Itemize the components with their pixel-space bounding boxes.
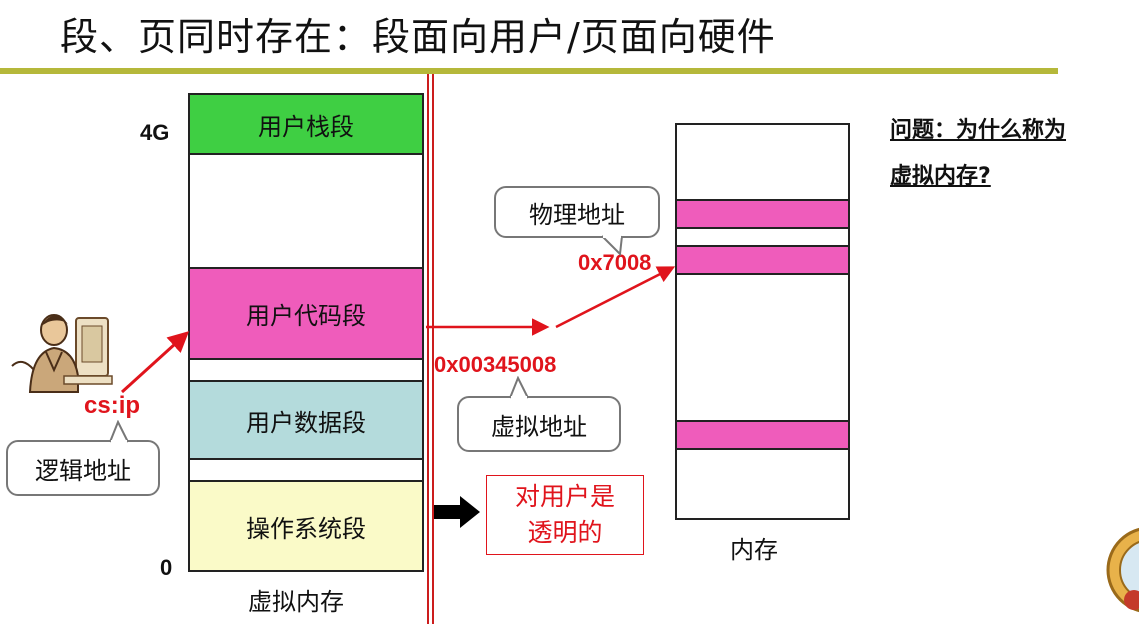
physical-address-text: 物理地址 <box>529 200 625 229</box>
segment-empty <box>188 458 424 482</box>
label-4g: 4G <box>140 120 170 145</box>
transparent-line-2: 透明的 <box>527 518 603 547</box>
virtual-hex-label: 0x00345008 <box>434 352 557 377</box>
transparent-line-1: 对用户是 <box>514 482 615 511</box>
logical-address-text: 逻辑地址 <box>35 456 131 485</box>
segment-label: 用户代码段 <box>246 302 366 330</box>
question-line-2: 虚拟内存? <box>890 164 991 189</box>
segment-empty <box>188 153 424 269</box>
divider-line <box>427 74 429 624</box>
physical-memory-box <box>675 123 850 520</box>
virtual-memory-caption: 虚拟内存 <box>248 588 344 616</box>
divider-line-inner <box>432 74 434 624</box>
segment-label: 用户数据段 <box>246 408 366 437</box>
physical-memory-caption: 内存 <box>730 536 778 564</box>
callout-tail <box>109 420 129 444</box>
cs-ip-label: cs:ip <box>84 392 141 419</box>
physical-hex-label: 0x7008 <box>578 250 652 275</box>
user-at-computer-icon <box>11 314 113 393</box>
memory-page-band <box>675 199 850 229</box>
memory-page-band <box>675 245 850 275</box>
callout-physical-address: 物理地址 <box>494 186 660 238</box>
segment-os: 操作系统段 <box>188 480 424 572</box>
memory-page-band <box>675 420 850 450</box>
arrow-virtual-to-physical <box>555 266 676 329</box>
segment-user-data: 用户数据段 <box>188 380 424 460</box>
question-line-1: 问题：为什么称为 <box>890 118 1067 143</box>
callout-tail <box>509 376 529 400</box>
callout-logical-address: 逻辑地址 <box>6 440 160 496</box>
title-underline <box>0 68 1058 74</box>
callout-virtual-address: 虚拟地址 <box>457 396 621 452</box>
arrow-logical-to-code <box>120 331 190 394</box>
segment-user-code: 用户代码段 <box>188 267 424 360</box>
label-zero: 0 <box>160 555 173 580</box>
callout-tail <box>601 234 623 256</box>
arrow-transparent <box>434 496 480 528</box>
segment-user-stack: 用户栈段 <box>188 93 424 155</box>
corner-logo <box>1106 527 1139 613</box>
virtual-address-text: 虚拟地址 <box>491 412 587 441</box>
segment-label: 用户栈段 <box>258 112 354 141</box>
page-title: 段、页同时存在：段面向用户/页面向硬件 <box>60 15 776 59</box>
question-text: 问题：为什么称为 虚拟内存? <box>890 108 1066 200</box>
transparent-to-user-box: 对用户是 透明的 <box>486 475 644 555</box>
segment-label: 操作系统段 <box>246 514 366 543</box>
